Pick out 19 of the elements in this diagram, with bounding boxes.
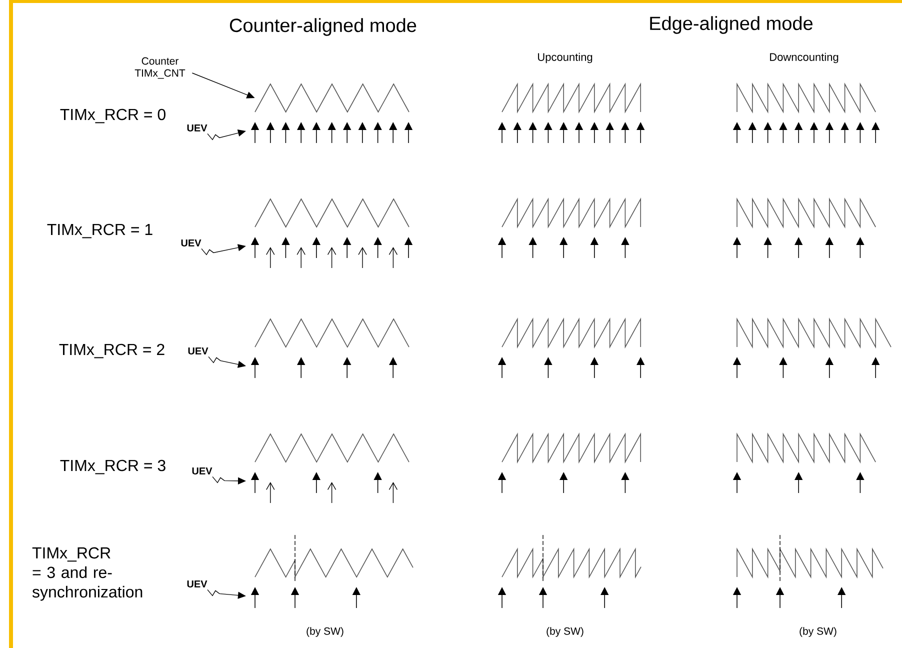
event-label: UEV xyxy=(181,240,202,246)
section-title: Edge-aligned mode xyxy=(650,16,812,34)
counter-waveform xyxy=(254,83,410,113)
event-label: UEV xyxy=(188,348,208,354)
row-label: TIMx_RCR = 3 and re-synchronization xyxy=(32,547,142,601)
note-text: (by SW) xyxy=(306,627,344,637)
row-label: TIMx_RCR = 0 xyxy=(60,108,166,124)
column-heading: Upcounting xyxy=(538,52,592,64)
counter-label: Counter TIMx_CNT xyxy=(134,57,186,79)
row-label: TIMx_RCR = 2 xyxy=(59,344,164,358)
row-label: TIMx_RCR = 3 xyxy=(60,460,166,474)
event-label: UEV xyxy=(187,124,208,132)
event-label: UEV xyxy=(192,468,212,474)
column-heading: Downcounting xyxy=(770,52,838,64)
section-title: Counter-aligned mode xyxy=(230,18,416,36)
row-label: TIMx_RCR = 1 xyxy=(47,224,152,238)
note-text: (by SW) xyxy=(546,627,584,637)
event-label: UEV xyxy=(187,580,208,588)
note-text: (by SW) xyxy=(800,627,836,637)
